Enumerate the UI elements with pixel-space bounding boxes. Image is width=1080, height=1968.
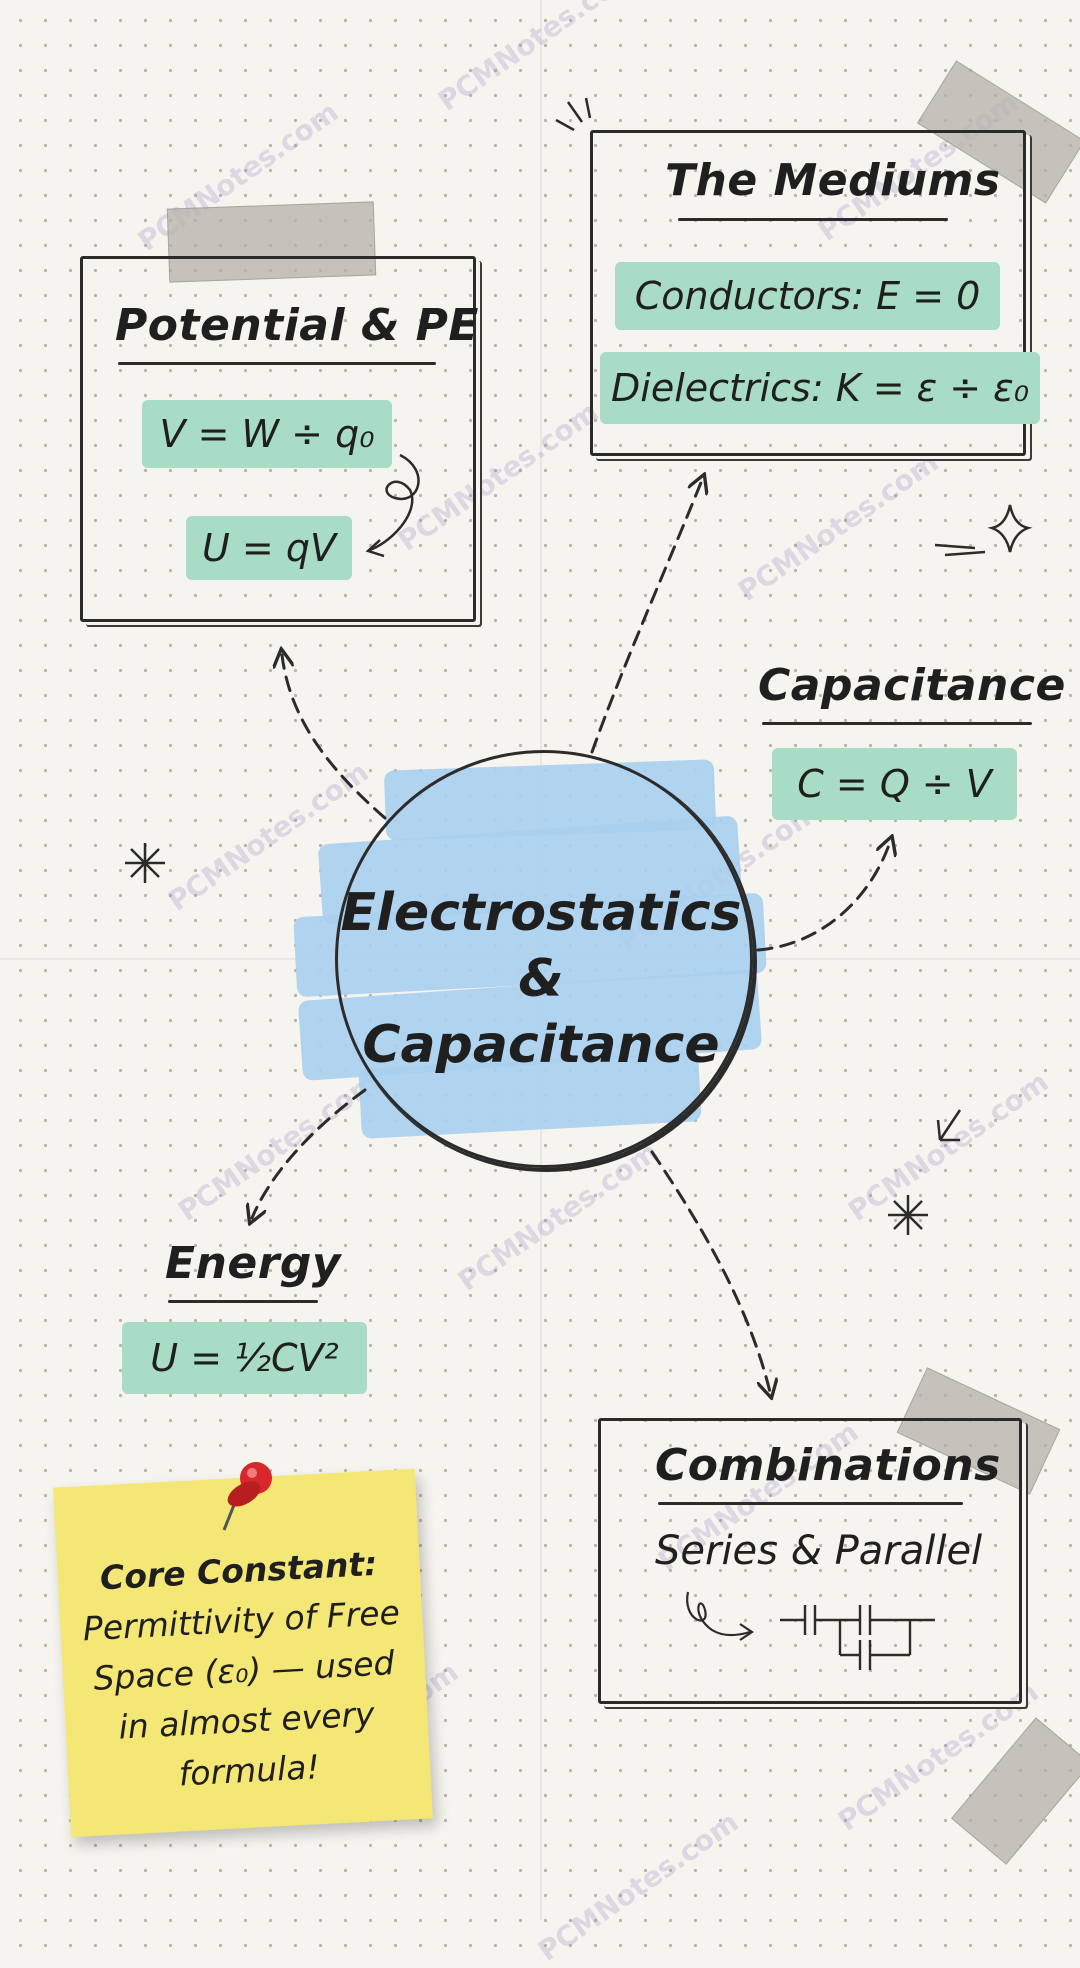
potential-formula-1: V = W ÷ q₀ [142,400,392,468]
energy-title-underline [168,1300,318,1303]
combinations-subtitle: Series & Parallel [655,1528,983,1574]
central-topic: Electrostatics & Capacitance [335,880,747,1078]
energy-title: Energy [165,1238,342,1289]
combinations-card [598,1418,1022,1704]
capacitance-title: Capacitance [758,660,1066,711]
central-topic-line1: Electrostatics [340,883,742,943]
connector-to-combinations [650,1150,770,1392]
connector-to-mediums [590,480,702,754]
connector-to-energy [252,1088,367,1218]
connector-to-potential [282,655,387,820]
curly-arrow-icon [686,1591,751,1637]
star-icon [987,504,1033,553]
mediums-title-underline [678,218,948,221]
small-arrow-icon [936,1109,962,1142]
capacitor-circuit-icon [780,1605,935,1670]
combinations-title-underline [658,1502,963,1505]
dielectrics-formula: Dielectrics: K = ε ÷ ε₀ [600,352,1040,424]
potential-card [80,256,476,622]
burst-lines-icon [555,97,986,557]
capacitance-formula: C = Q ÷ V [772,748,1017,820]
connector-layer [125,97,1033,1670]
combinations-title: Combinations [655,1440,1001,1491]
sparkle-icon [888,1195,928,1235]
central-topic-line2: & Capacitance [362,949,720,1075]
mediums-card [590,130,1026,456]
curly-arrow-icon [369,453,420,552]
potential-formula-2: U = qV [186,516,352,580]
potential-title: Potential & PE [115,300,479,351]
sparkle-icon [125,843,165,883]
mediums-title: The Mediums [665,155,1001,206]
capacitance-title-underline [762,722,1032,725]
connector-to-capacitance [756,842,890,952]
central-topic-circle [335,750,753,1168]
pushpin-icon [222,1462,272,1531]
potential-title-underline [118,362,436,365]
energy-formula: U = ½CV² [122,1322,367,1394]
conductors-formula: Conductors: E = 0 [615,262,1000,330]
